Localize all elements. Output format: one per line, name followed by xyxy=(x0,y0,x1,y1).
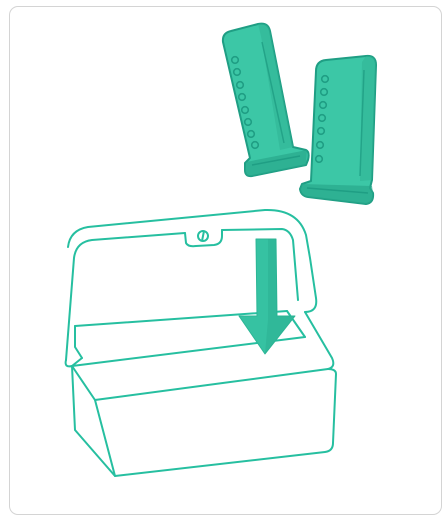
magazine-icon xyxy=(300,56,376,204)
lock-icon xyxy=(198,231,208,241)
down-arrow-icon xyxy=(239,239,295,354)
magazine-icon xyxy=(223,24,309,176)
lockbox-icon xyxy=(66,210,336,476)
